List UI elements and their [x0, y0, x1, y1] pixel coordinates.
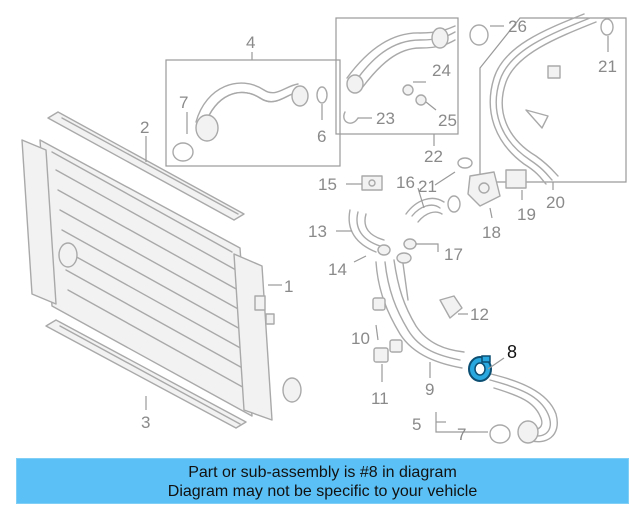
bracket-12: [439, 295, 463, 319]
callout-2: 2: [140, 118, 149, 137]
callout-6: 6: [317, 127, 326, 146]
group-box-22: [335, 17, 459, 135]
lower-hose-5: [481, 371, 558, 444]
group-box-4: [165, 59, 341, 167]
callout-25: 25: [438, 111, 457, 130]
charge-pipe: [489, 13, 614, 185]
clamp-14: [377, 244, 391, 256]
callout-20: 20: [546, 193, 565, 212]
callout-17: 17: [444, 245, 463, 264]
highlighted-clamp-8[interactable]: [468, 355, 492, 382]
callout-14: 14: [328, 260, 347, 279]
callout-21a: 21: [598, 57, 617, 76]
callout-7a: 7: [179, 93, 188, 112]
intercooler: [21, 139, 302, 421]
group-box-20: [479, 17, 627, 183]
upper-rail: [47, 111, 245, 221]
callout-21b: 21: [418, 177, 437, 196]
callout-22: 22: [424, 147, 443, 166]
callout-1: 1: [284, 277, 293, 296]
sensor-15: [361, 175, 383, 191]
callout-13: 13: [308, 222, 327, 241]
callout-15: 15: [318, 175, 337, 194]
o-ring-21b: [457, 157, 473, 169]
bushing-11: [373, 347, 389, 363]
callout-16: 16: [396, 173, 415, 192]
callout-26: 26: [508, 17, 527, 36]
callout-5: 5: [412, 415, 421, 434]
bushing-10: [372, 297, 403, 353]
callout-7b: 7: [457, 425, 466, 444]
callout-3: 3: [141, 413, 150, 432]
lower-rail: [45, 319, 247, 429]
clamp-7b: [489, 424, 511, 444]
leader-lines: [145, 25, 609, 433]
callout-10: 10: [351, 329, 370, 348]
upper-hose: [172, 82, 328, 162]
callout-19: 19: [517, 205, 536, 224]
housing-18: [467, 171, 501, 207]
turbo-hose: [343, 25, 456, 124]
hose-16: [405, 197, 445, 223]
charge-pipe-9: [375, 252, 465, 369]
callout-24: 24: [432, 61, 451, 80]
callout-8: 8: [507, 342, 517, 362]
o-ring-26: [469, 24, 489, 46]
bracket-19: [505, 169, 527, 189]
seal-18: [447, 195, 461, 213]
clamp-17: [403, 238, 417, 250]
hose-13: [348, 209, 385, 253]
banner-line-2: Diagram may not be specific to your vehi…: [167, 483, 478, 500]
callout-12: 12: [470, 305, 489, 324]
info-banner: Part or sub-assembly is #8 in diagram Di…: [16, 458, 629, 504]
callout-18: 18: [482, 223, 501, 242]
banner-line-1: Part or sub-assembly is #8 in diagram: [188, 464, 457, 481]
callout-9: 9: [425, 380, 434, 399]
callout-11: 11: [371, 389, 389, 408]
callout-23: 23: [376, 109, 395, 128]
callout-4: 4: [246, 33, 255, 52]
